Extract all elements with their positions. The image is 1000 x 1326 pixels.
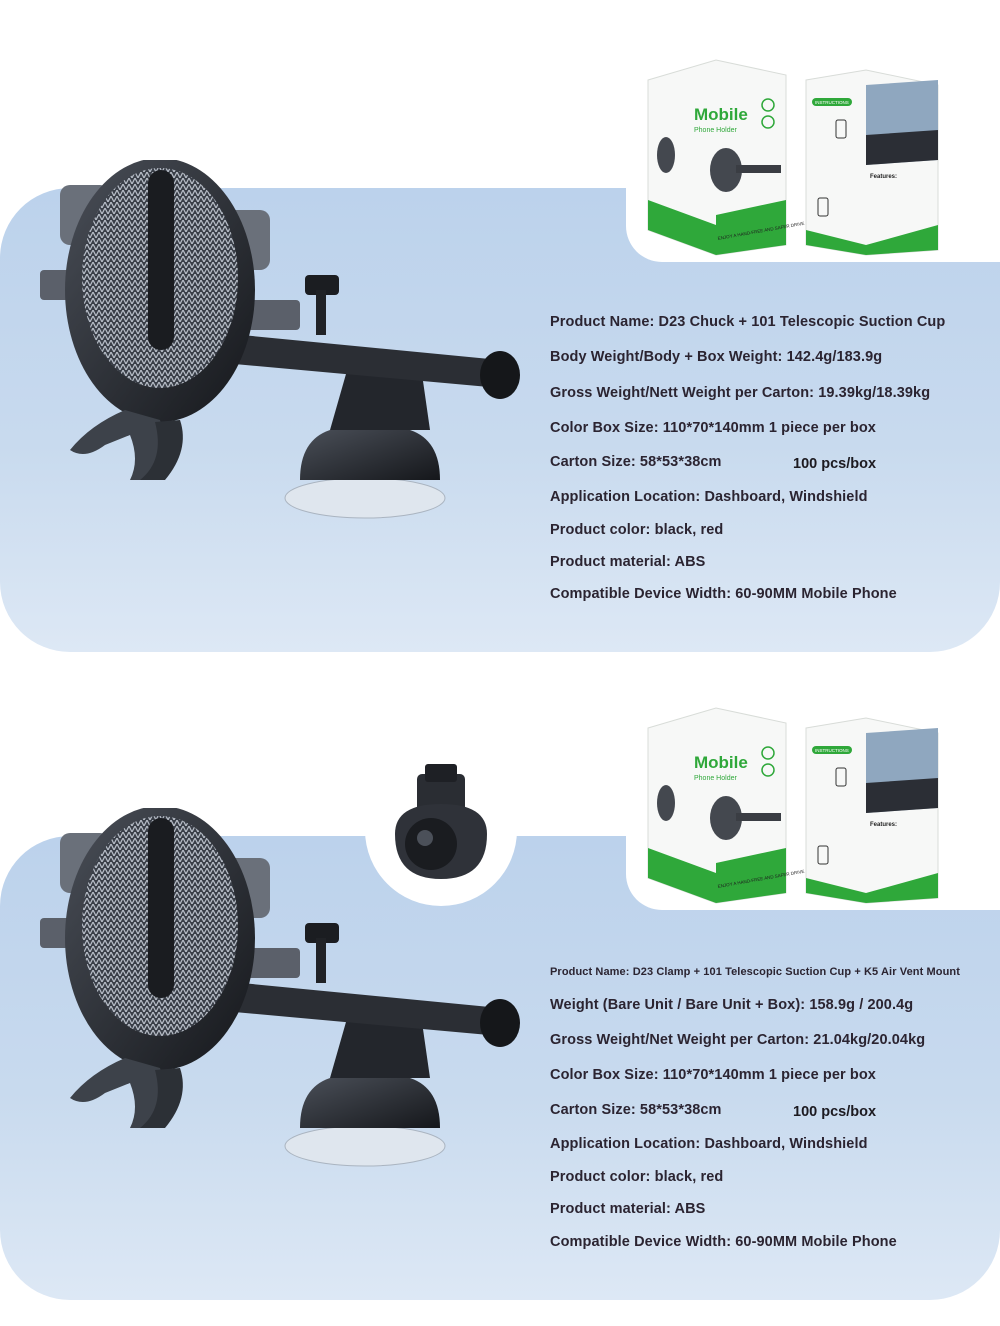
spec-line: Compatible Device Width: 60-90MM Mobile … xyxy=(550,1234,897,1250)
packaging-box-back: INSTRUCTIONS Features: xyxy=(805,717,939,904)
spec-line: Compatible Device Width: 60-90MM Mobile … xyxy=(550,586,897,602)
spec-line: Product Name: D23 Chuck + 101 Telescopic… xyxy=(550,314,946,330)
box-features: Features: xyxy=(870,174,897,180)
box-brand: Mobile xyxy=(694,105,748,124)
spec-line: Gross Weight/Net Weight per Carton: 21.0… xyxy=(550,1032,926,1048)
spec-line: Carton Size: 58*53*38cm xyxy=(550,1102,722,1118)
spec-line: Product color: black, red xyxy=(550,1169,724,1185)
carton-quantity: 100 pcs/box xyxy=(793,1104,877,1120)
phone-holder-image xyxy=(30,806,530,1198)
box-instructions: INSTRUCTIONS xyxy=(815,100,849,105)
packaging-box-back: INSTRUCTIONS Features: xyxy=(805,69,939,256)
packaging-box-front: Mobile Phone Holder ENJOY A HAND-FREE AN… xyxy=(647,707,805,904)
spec-line: Application Location: Dashboard, Windshi… xyxy=(550,489,868,505)
carton-quantity: 100 pcs/box xyxy=(793,456,877,472)
spec-line: Weight (Bare Unit / Bare Unit + Box): 15… xyxy=(550,997,914,1013)
spec-line: Carton Size: 58*53*38cm xyxy=(550,454,722,470)
box-subtitle: Phone Holder xyxy=(694,775,737,782)
packaging-box-front: Mobile Phone Holder ENJOY A HAND-FREE AN… xyxy=(647,59,805,256)
spec-line: Gross Weight/Nett Weight per Carton: 19.… xyxy=(550,385,931,401)
box-instructions: INSTRUCTIONS xyxy=(815,748,849,753)
spec-line: Application Location: Dashboard, Windshi… xyxy=(550,1136,868,1152)
spec-line: Product Name: D23 Clamp + 101 Telescopic… xyxy=(550,966,961,978)
air-vent-mount-image xyxy=(365,754,517,906)
packaging-image: Mobile Phone Holder ENJOY A HAND-FREE AN… xyxy=(626,40,1000,262)
spec-line: Body Weight/Body + Box Weight: 142.4g/18… xyxy=(550,349,883,365)
spec-line: Color Box Size: 110*70*140mm 1 piece per… xyxy=(550,420,876,436)
box-subtitle: Phone Holder xyxy=(694,127,737,134)
spec-line: Color Box Size: 110*70*140mm 1 piece per… xyxy=(550,1067,876,1083)
box-features: Features: xyxy=(870,822,897,828)
packaging-image: Mobile Phone Holder ENJOY A HAND-FREE AN… xyxy=(626,688,1000,910)
phone-holder-image xyxy=(30,158,530,550)
spec-line: Product color: black, red xyxy=(550,522,724,538)
box-brand: Mobile xyxy=(694,753,748,772)
spec-line: Product material: ABS xyxy=(550,1201,706,1217)
spec-line: Product material: ABS xyxy=(550,554,706,570)
